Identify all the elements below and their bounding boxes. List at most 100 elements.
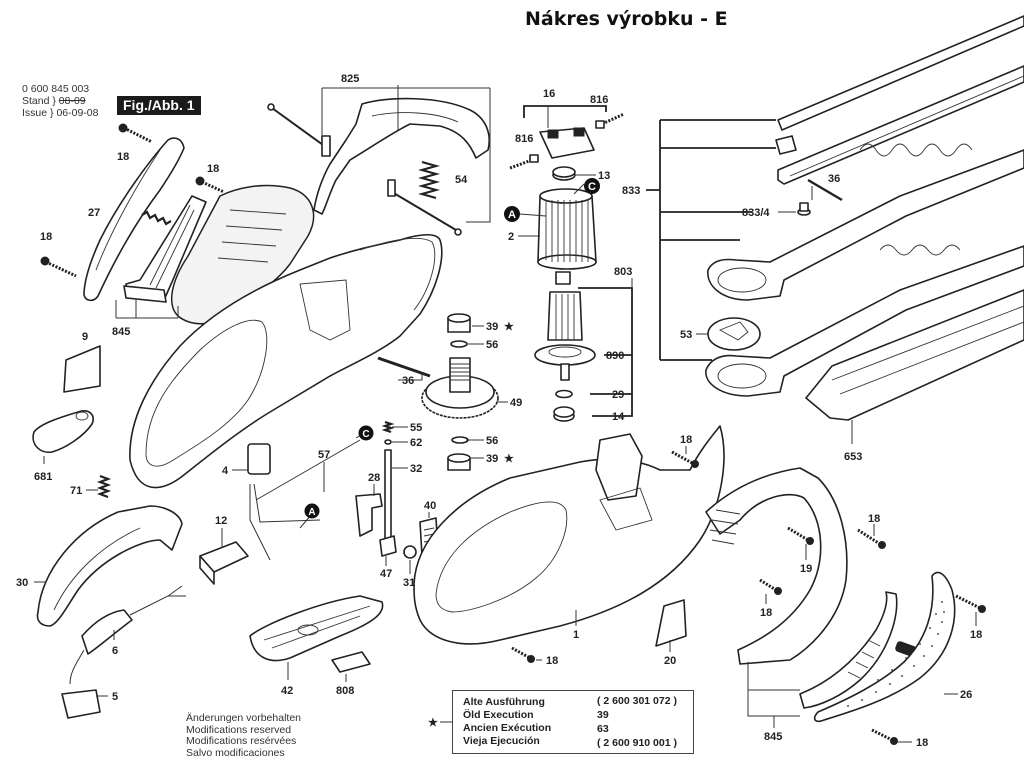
- star-marker: ★: [504, 321, 514, 333]
- brush-816: [595, 112, 625, 129]
- part-4-capacitor: [247, 443, 271, 475]
- part-62-ring: [384, 439, 392, 445]
- callout-18: 18: [117, 151, 129, 163]
- document-info: 0 600 845 003 Stand } 08-09 Issue } 06-0…: [22, 83, 98, 119]
- part-845-bow-grip: [799, 591, 917, 709]
- handle-rod: [387, 179, 462, 236]
- part-13-bearing: [552, 166, 576, 181]
- marker-c: C: [358, 425, 374, 441]
- callout-5: 5: [112, 691, 118, 703]
- callout-13: 13: [598, 170, 610, 182]
- leader-lines: [34, 85, 977, 743]
- screw-18: [118, 123, 153, 144]
- legend-part-new: ( 2 600 910 001 ): [597, 737, 677, 749]
- callout-833: 833: [622, 185, 640, 197]
- screw-18: [40, 256, 77, 278]
- marker-a: A: [304, 503, 320, 519]
- part-49-gear: [421, 357, 499, 419]
- callout-833-4: 833/4: [742, 207, 770, 219]
- marker-c: C: [584, 178, 600, 194]
- part-845-grip: [123, 195, 207, 303]
- callout-71: 71: [70, 485, 82, 497]
- part-number: 0 600 845 003: [22, 83, 90, 95]
- front-guard: [705, 467, 848, 665]
- note-line: Modifications resérvées: [186, 735, 297, 747]
- part-12-cable-clamp: [199, 541, 249, 585]
- page-title: Nákres výrobku - E: [525, 8, 728, 30]
- legend-line: Vieja Ejecución: [463, 735, 540, 747]
- part-1-housing: [413, 425, 725, 645]
- part-32-rod: [384, 449, 392, 541]
- callout-816: 816: [515, 133, 533, 145]
- callout-labels: 18 27 18 18 845 9 825 54 16 816 816 13 2…: [16, 73, 982, 749]
- stand-label: Stand: [22, 95, 50, 107]
- part-28-bracket: [355, 493, 383, 537]
- legend-ref-39: 39: [597, 709, 609, 721]
- callout-6: 6: [112, 645, 118, 657]
- callout-31: 31: [403, 577, 415, 589]
- part-14-bearing: [553, 406, 575, 422]
- part-57-cable: [255, 439, 361, 501]
- callout-1: 1: [573, 629, 579, 641]
- part-56-washer: [450, 340, 468, 348]
- lower-blade: [705, 244, 1024, 397]
- handle-rod: [267, 103, 331, 157]
- callout-803: 803: [614, 266, 632, 278]
- note-line: Salvo modificaciones: [186, 746, 285, 759]
- part-53-plate: [707, 317, 761, 351]
- callout-39: 39: [486, 321, 498, 333]
- note-line: Änderungen vorbehalten: [186, 712, 302, 724]
- part-42-cover-plate: [249, 595, 384, 662]
- part-29-washer: [555, 389, 573, 399]
- stand-row: Stand } 08-09: [22, 95, 86, 107]
- callout-28: 28: [368, 472, 380, 484]
- part-2-stator: [537, 188, 597, 270]
- screw-18: [759, 578, 782, 595]
- callout-29: 29: [612, 389, 624, 401]
- part-56-washer: [451, 436, 469, 444]
- part-16-brush-holder: [539, 127, 595, 159]
- issue-label: Issue: [22, 107, 48, 119]
- callout-19: 19: [800, 563, 812, 575]
- callout-18: 18: [916, 737, 928, 749]
- callout-16: 16: [543, 88, 555, 100]
- callout-36: 36: [402, 375, 414, 387]
- legend-part-old: ( 2 600 301 072 ): [597, 695, 677, 707]
- modification-notes: Änderungen vorbehalten Modifications res…: [186, 712, 302, 759]
- callout-18: 18: [970, 629, 982, 641]
- callout-9: 9: [82, 331, 88, 343]
- part-20-label: [655, 599, 687, 647]
- note-line: Modifications reserved: [186, 723, 292, 736]
- screw-19: [787, 526, 814, 545]
- part-808-label: [331, 651, 371, 673]
- legend-star: ★: [428, 717, 438, 729]
- callout-56: 56: [486, 339, 498, 351]
- screw-18: [511, 646, 535, 663]
- part-31-knob: [403, 545, 417, 559]
- brush-816: [509, 154, 539, 170]
- legend-line: Öld Execution: [463, 709, 534, 721]
- star-marker: ★: [504, 453, 514, 465]
- upper-blade: [707, 143, 1024, 301]
- callout-49: 49: [510, 397, 522, 409]
- callout-26: 26: [960, 689, 972, 701]
- svg-text:A: A: [308, 507, 315, 518]
- part-833-4-nut: [797, 202, 811, 216]
- legend-box: Alte Ausführung Öld Execution Ancien Exé…: [452, 690, 694, 754]
- housing-shell-main: [129, 233, 443, 489]
- part-39-bushing: [447, 313, 471, 333]
- callout-825: 825: [341, 73, 359, 85]
- part-54-spring: [417, 160, 441, 200]
- blade-clip: [775, 135, 797, 155]
- spring: [141, 210, 172, 226]
- callout-4: 4: [222, 465, 229, 477]
- part-26-side-cover: [813, 571, 956, 723]
- callout-2: 2: [508, 231, 514, 243]
- callout-32: 32: [410, 463, 422, 475]
- callout-890: 890: [606, 350, 624, 362]
- callout-54: 54: [455, 174, 468, 186]
- blade-rail: [777, 15, 1024, 131]
- callout-18: 18: [546, 655, 558, 667]
- callout-845: 845: [112, 326, 130, 338]
